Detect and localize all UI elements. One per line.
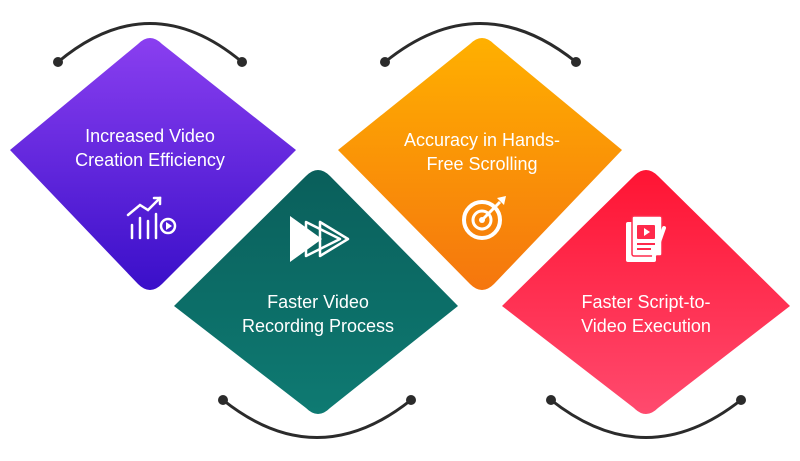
card-label-line1: Increased Video bbox=[85, 126, 215, 146]
card-video-creation-efficiency bbox=[10, 38, 296, 290]
connector-arc-top-right bbox=[380, 22, 581, 67]
card-label-video-recording-process: Faster Video Recording Process bbox=[198, 290, 438, 338]
card-label-line1: Faster Video bbox=[267, 292, 369, 312]
card-label-line2: Recording Process bbox=[241, 316, 395, 336]
card-label-line1: Faster Script-to- bbox=[581, 292, 711, 312]
script-video-icon bbox=[626, 215, 666, 262]
connector-arc-bottom-right bbox=[546, 395, 746, 439]
fast-forward-icon bbox=[290, 216, 350, 262]
card-script-to-video-execution bbox=[502, 170, 790, 414]
target-icon bbox=[462, 196, 506, 240]
card-label-video-creation-efficiency: Increased Video Creation Efficiency bbox=[30, 124, 270, 172]
card-video-recording-process bbox=[174, 170, 458, 414]
card-hands-free-scrolling bbox=[338, 38, 622, 290]
card-label-script-to-video-execution: Faster Script-to- Video Execution bbox=[526, 290, 766, 338]
connector-arc-top-left bbox=[53, 22, 247, 67]
card-label-line2: Video Execution bbox=[581, 316, 711, 336]
growth-chart-play-icon bbox=[126, 196, 177, 240]
card-label-line1: Accuracy in Hands- bbox=[403, 130, 561, 150]
connector-arc-bottom-left bbox=[218, 395, 416, 439]
card-label-line2: Free Scrolling bbox=[426, 154, 538, 174]
card-label-hands-free-scrolling: Accuracy in Hands- Free Scrolling bbox=[362, 128, 602, 176]
card-label-line2: Creation Efficiency bbox=[75, 150, 225, 170]
